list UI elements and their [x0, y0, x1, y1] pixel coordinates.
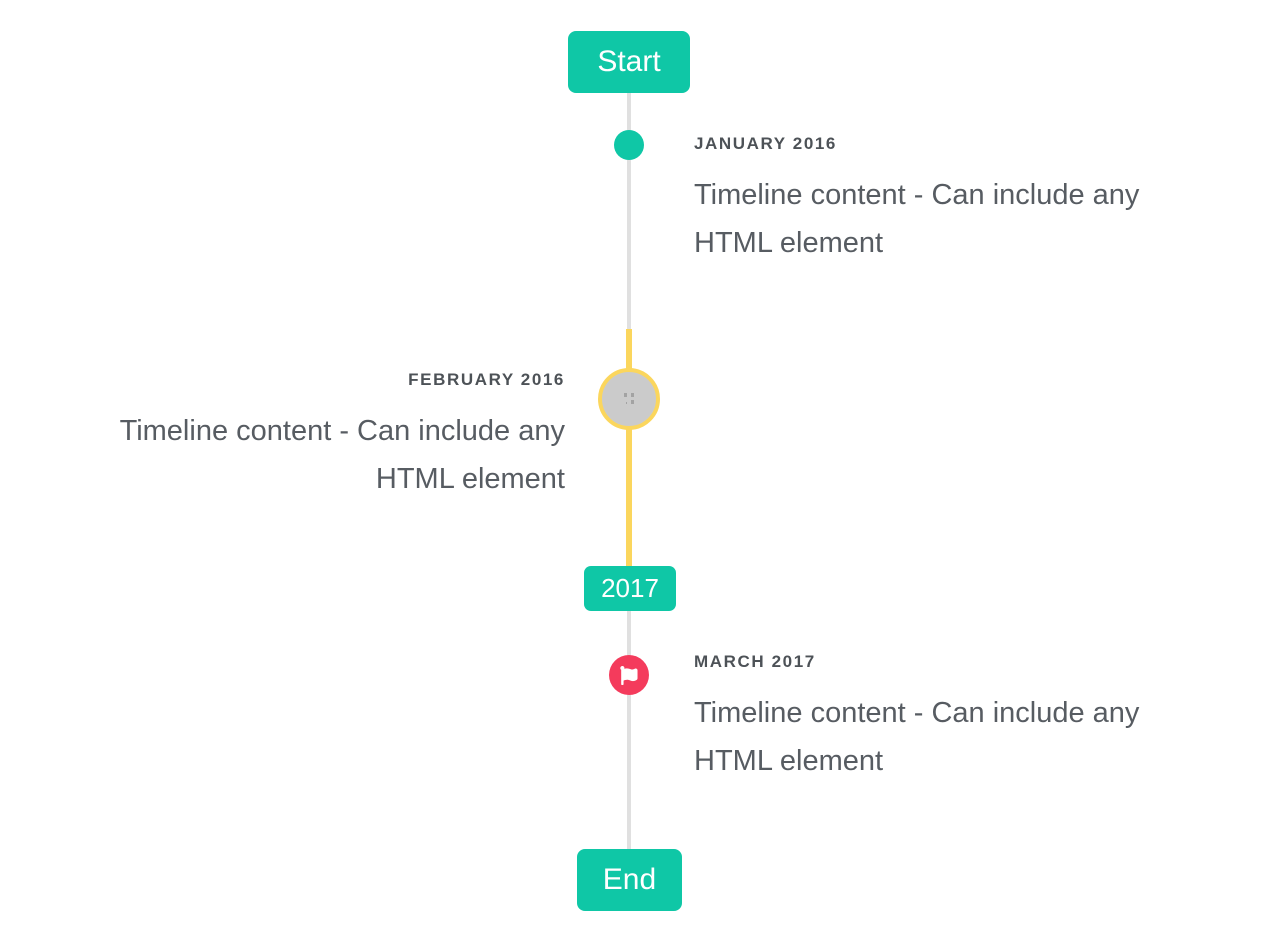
- march-marker-flag: [609, 655, 649, 695]
- item-date-label: MARCH 2017: [694, 652, 816, 671]
- broken-image-icon: [623, 393, 635, 405]
- timeline-start-button[interactable]: Start: [568, 31, 690, 93]
- item-date-label: JANUARY 2016: [694, 134, 837, 153]
- timeline-line-highlight: [626, 329, 632, 566]
- item-date-label: FEBRUARY 2016: [408, 370, 565, 389]
- january-marker-dot: [614, 130, 644, 160]
- timeline-end-button[interactable]: End: [577, 849, 682, 911]
- february-marker-circle: [598, 368, 660, 430]
- item-content-text: Timeline content - Can include any HTML …: [694, 179, 1140, 259]
- year-2017-badge[interactable]: 2017: [584, 566, 676, 611]
- timeline-item-january: JANUARY 2016 Timeline content - Can incl…: [694, 133, 1194, 267]
- timeline-item-february: FEBRUARY 2016 Timeline content - Can inc…: [65, 369, 565, 503]
- item-content-text: Timeline content - Can include any HTML …: [119, 415, 565, 495]
- flag-icon: [619, 665, 639, 685]
- timeline-item-march: MARCH 2017 Timeline content - Can includ…: [694, 651, 1194, 785]
- item-content-text: Timeline content - Can include any HTML …: [694, 697, 1140, 777]
